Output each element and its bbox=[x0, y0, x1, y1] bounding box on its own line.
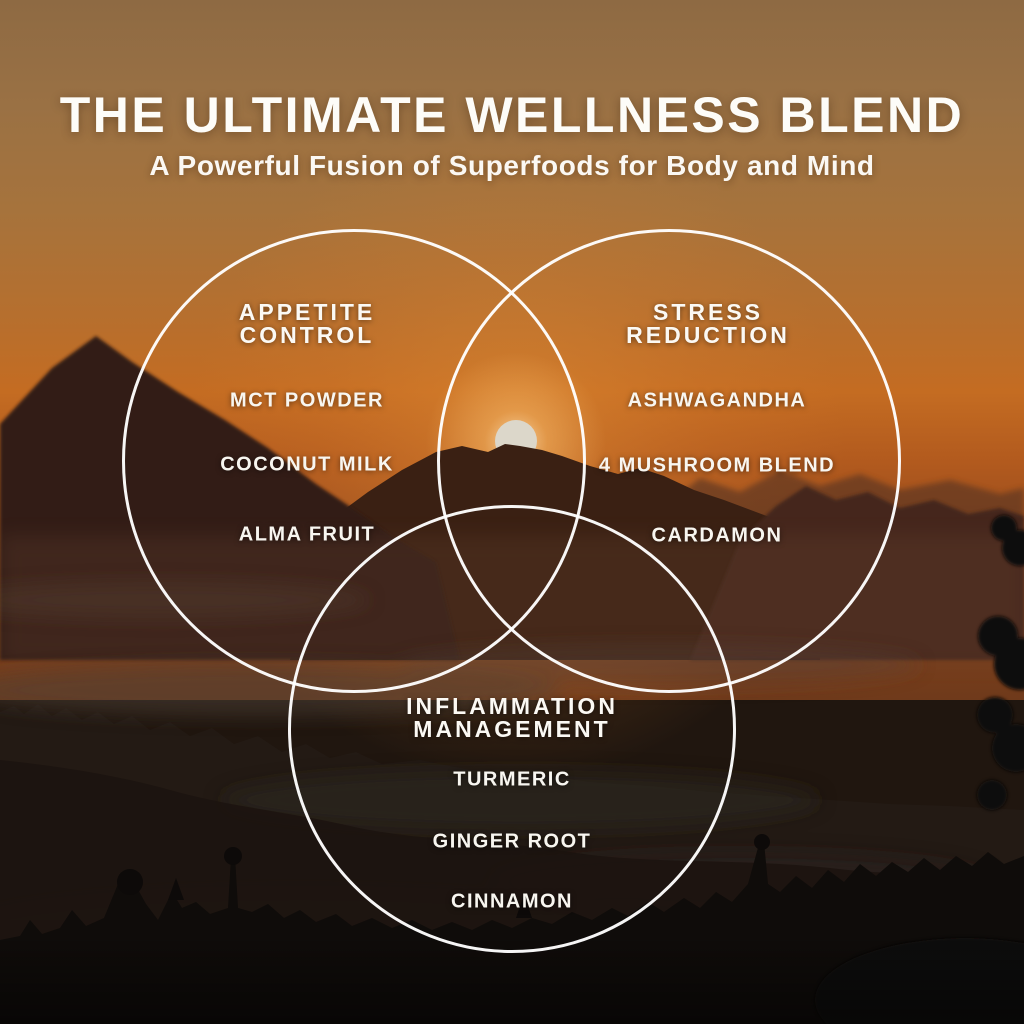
ingredient-label: COCONUT MILK bbox=[220, 453, 394, 476]
heading-line: MANAGEMENT bbox=[413, 716, 611, 742]
ingredient-label: ASHWAGANDHA bbox=[627, 389, 807, 412]
page-subtitle: A Powerful Fusion of Superfoods for Body… bbox=[149, 150, 875, 181]
heading-line: CONTROL bbox=[239, 322, 375, 348]
ingredient-label: TURMERIC bbox=[453, 768, 571, 791]
ingredient-label: 4 MUSHROOM BLEND bbox=[598, 454, 836, 477]
ingredient-label: CINNAMON bbox=[451, 890, 573, 913]
inflammation-management-heading: INFLAMMATION MANAGEMENT bbox=[406, 695, 618, 741]
page-title: THE ULTIMATE WELLNESS BLEND bbox=[59, 87, 965, 143]
venn-circle-inflammation-management bbox=[288, 505, 736, 953]
ingredient-label: GINGER ROOT bbox=[432, 830, 592, 853]
ingredient-label: ALMA FRUIT bbox=[238, 523, 376, 546]
heading-line: REDUCTION bbox=[626, 322, 790, 348]
stress-reduction-heading: STRESS REDUCTION bbox=[626, 301, 790, 347]
bottom-shade bbox=[0, 940, 1024, 1024]
appetite-control-heading: APPETITE CONTROL bbox=[239, 301, 375, 347]
heading-line: INFLAMMATION bbox=[406, 693, 618, 719]
ingredient-label: MCT POWDER bbox=[230, 389, 384, 412]
heading-line: APPETITE bbox=[238, 299, 376, 325]
ingredient-label: CARDAMON bbox=[651, 524, 783, 547]
heading-line: STRESS bbox=[652, 299, 764, 325]
